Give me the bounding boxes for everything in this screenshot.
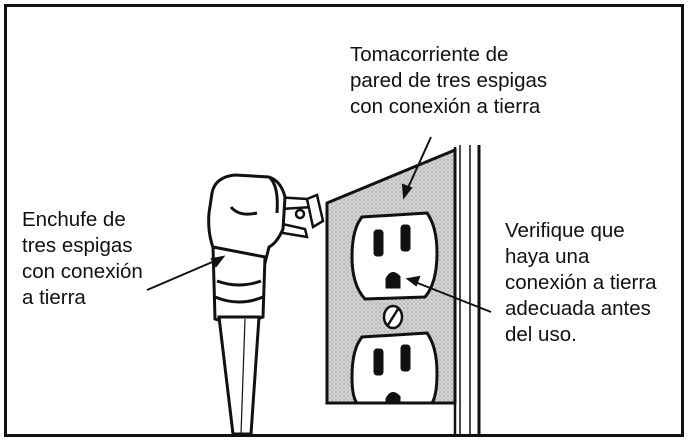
grounding-check-line: adecuada antes	[505, 297, 651, 320]
plug-label-line: con conexión	[22, 260, 143, 283]
plug-label-line: Enchufe de	[22, 208, 126, 231]
plug-label: Enchufe de tres espigas con conexión a t…	[22, 207, 143, 311]
illustration-frame: Tomacorriente de pared de tres espigas c…	[4, 4, 684, 437]
plug-and-outlet-illustration	[146, 136, 492, 434]
center-screw	[382, 304, 404, 330]
outlet-label: Tomacorriente de pared de tres espigas c…	[350, 42, 547, 120]
grounding-check-line: del uso.	[505, 323, 577, 346]
plug-label-line: tres espigas	[22, 234, 133, 257]
grounding-check-line: conexión a tierra	[505, 271, 657, 294]
grounding-check-line: haya una	[505, 245, 590, 268]
lower-receptacle	[350, 331, 439, 405]
leader-lines	[146, 136, 492, 313]
outlet-label-line: Tomacorriente de	[350, 43, 509, 66]
grounding-check-line: Verifique que	[505, 219, 625, 242]
wall-trim	[453, 145, 481, 434]
outlet-label-line: pared de tres espigas	[350, 69, 548, 92]
plug-label-line: a tierra	[22, 286, 86, 309]
power-cord	[217, 315, 261, 434]
grounding-check-label: Verifique que haya una conexión a tierra…	[505, 218, 657, 348]
outlet-label-line: con conexión a tierra	[350, 95, 541, 118]
